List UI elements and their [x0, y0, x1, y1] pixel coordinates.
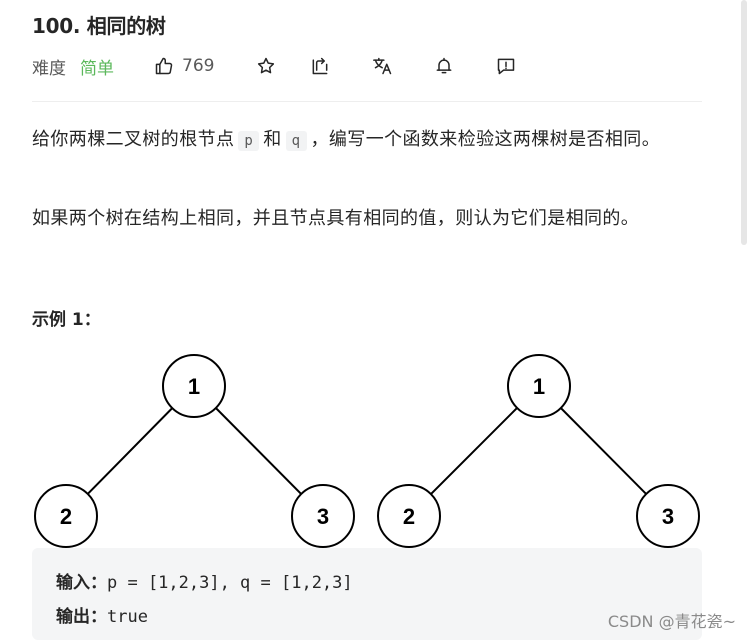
difficulty-label: 难度	[32, 58, 66, 79]
description-text: 给你两棵二叉树的根节点	[32, 129, 235, 150]
tree-node	[34, 484, 98, 548]
tree-node	[507, 354, 571, 418]
like-button[interactable]: 769	[154, 56, 214, 76]
example-output-line: 输出：true	[56, 602, 148, 627]
input-label: 输入：	[56, 573, 107, 593]
tree-p: 1 2 3	[34, 354, 355, 548]
share-icon	[313, 57, 328, 75]
example-title: 示例 1：	[32, 310, 101, 330]
example-tree-illustration: 1 2 3 1 2 3	[34, 354, 700, 548]
example-input-line: 输入：p = [1,2,3], q = [1,2,3]	[56, 568, 353, 593]
tree-node	[291, 484, 355, 548]
feedback-button[interactable]	[496, 56, 516, 76]
scrollbar[interactable]	[740, 0, 748, 640]
scrollbar-thumb[interactable]	[741, 0, 747, 245]
watermark: CSDN @青花瓷~	[607, 612, 736, 631]
tree-node	[162, 354, 226, 418]
feedback-icon	[498, 58, 515, 75]
like-count: 769	[182, 56, 215, 76]
output-label: 输出：	[56, 607, 107, 627]
thumbs-up-icon	[155, 57, 173, 75]
star-icon	[258, 57, 275, 74]
inline-code-p: p	[238, 131, 260, 151]
inline-code-q: q	[285, 131, 307, 151]
translate-icon	[373, 57, 392, 75]
difficulty-badge: 简单	[80, 58, 114, 79]
translate-button[interactable]	[372, 56, 394, 76]
description-paragraph-2: 如果两个树在结构上相同，并且节点具有相同的值，则认为它们是相同的。	[32, 208, 640, 229]
problem-title: 100. 相同的树	[32, 14, 166, 38]
input-value: p = [1,2,3], q = [1,2,3]	[107, 573, 353, 593]
divider	[32, 101, 702, 102]
subscribe-button[interactable]	[434, 56, 454, 76]
bell-icon	[437, 57, 452, 74]
tree-node-label: 3	[662, 504, 674, 529]
description-text: 和	[263, 129, 282, 150]
tree-q: 1 2 3	[377, 354, 700, 548]
share-button[interactable]	[310, 56, 330, 76]
tree-node-label: 3	[317, 504, 329, 529]
favorite-button[interactable]	[256, 56, 276, 76]
tree-node	[636, 484, 700, 548]
example-code-block: 输入：p = [1,2,3], q = [1,2,3] 输出：true	[32, 548, 702, 640]
tree-node	[377, 484, 441, 548]
tree-node-label: 1	[533, 374, 545, 399]
output-value: true	[107, 607, 148, 627]
tree-node-label: 1	[188, 374, 200, 399]
tree-node-label: 2	[403, 504, 415, 529]
description-text: ，编写一个函数来检验这两棵树是否相同。	[310, 129, 661, 150]
tree-node-label: 2	[60, 504, 72, 529]
problem-meta-toolbar: 难度 简单 769	[32, 52, 516, 80]
